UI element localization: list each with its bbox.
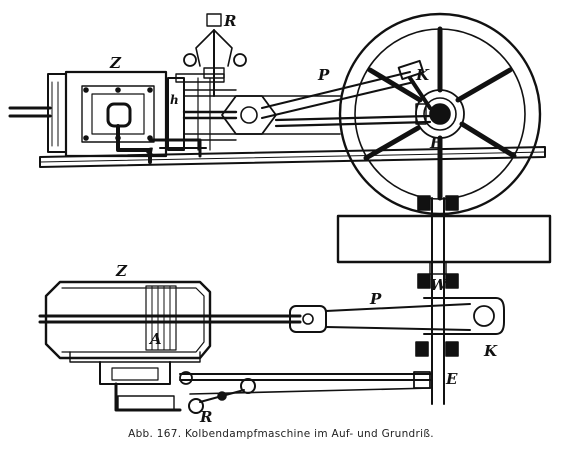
label-plan-W: W [430,276,449,294]
label-top-E: E [429,134,442,152]
frame-guide [167,77,341,151]
crankshaft-plan [415,195,459,405]
label-plan-K: K [483,342,498,360]
cylinder-plan [44,280,212,385]
label-plan-E: E [445,370,458,388]
figure-caption: Abb. 167. Kolbendampfmaschine im Auf- un… [128,428,434,440]
label-plan-P: P [369,290,382,308]
label-top-h: h [170,93,179,107]
elevation-view [8,12,546,216]
label-top-R: R [223,12,236,30]
label-top-Z: Z [109,54,122,72]
governor-plan [188,378,256,414]
label-plan-R: R [199,408,212,426]
plan-view [38,195,552,414]
label-plan-A: A [148,330,162,348]
flywheel [338,12,542,216]
label-top-K: K [415,66,430,84]
cylinder-elevation [47,70,168,158]
governor-elevation [175,13,247,97]
label-plan-Z: Z [115,262,128,280]
crosshead-plan [289,305,327,333]
label-top-P: P [317,66,330,84]
label-top-a: a [146,143,154,157]
